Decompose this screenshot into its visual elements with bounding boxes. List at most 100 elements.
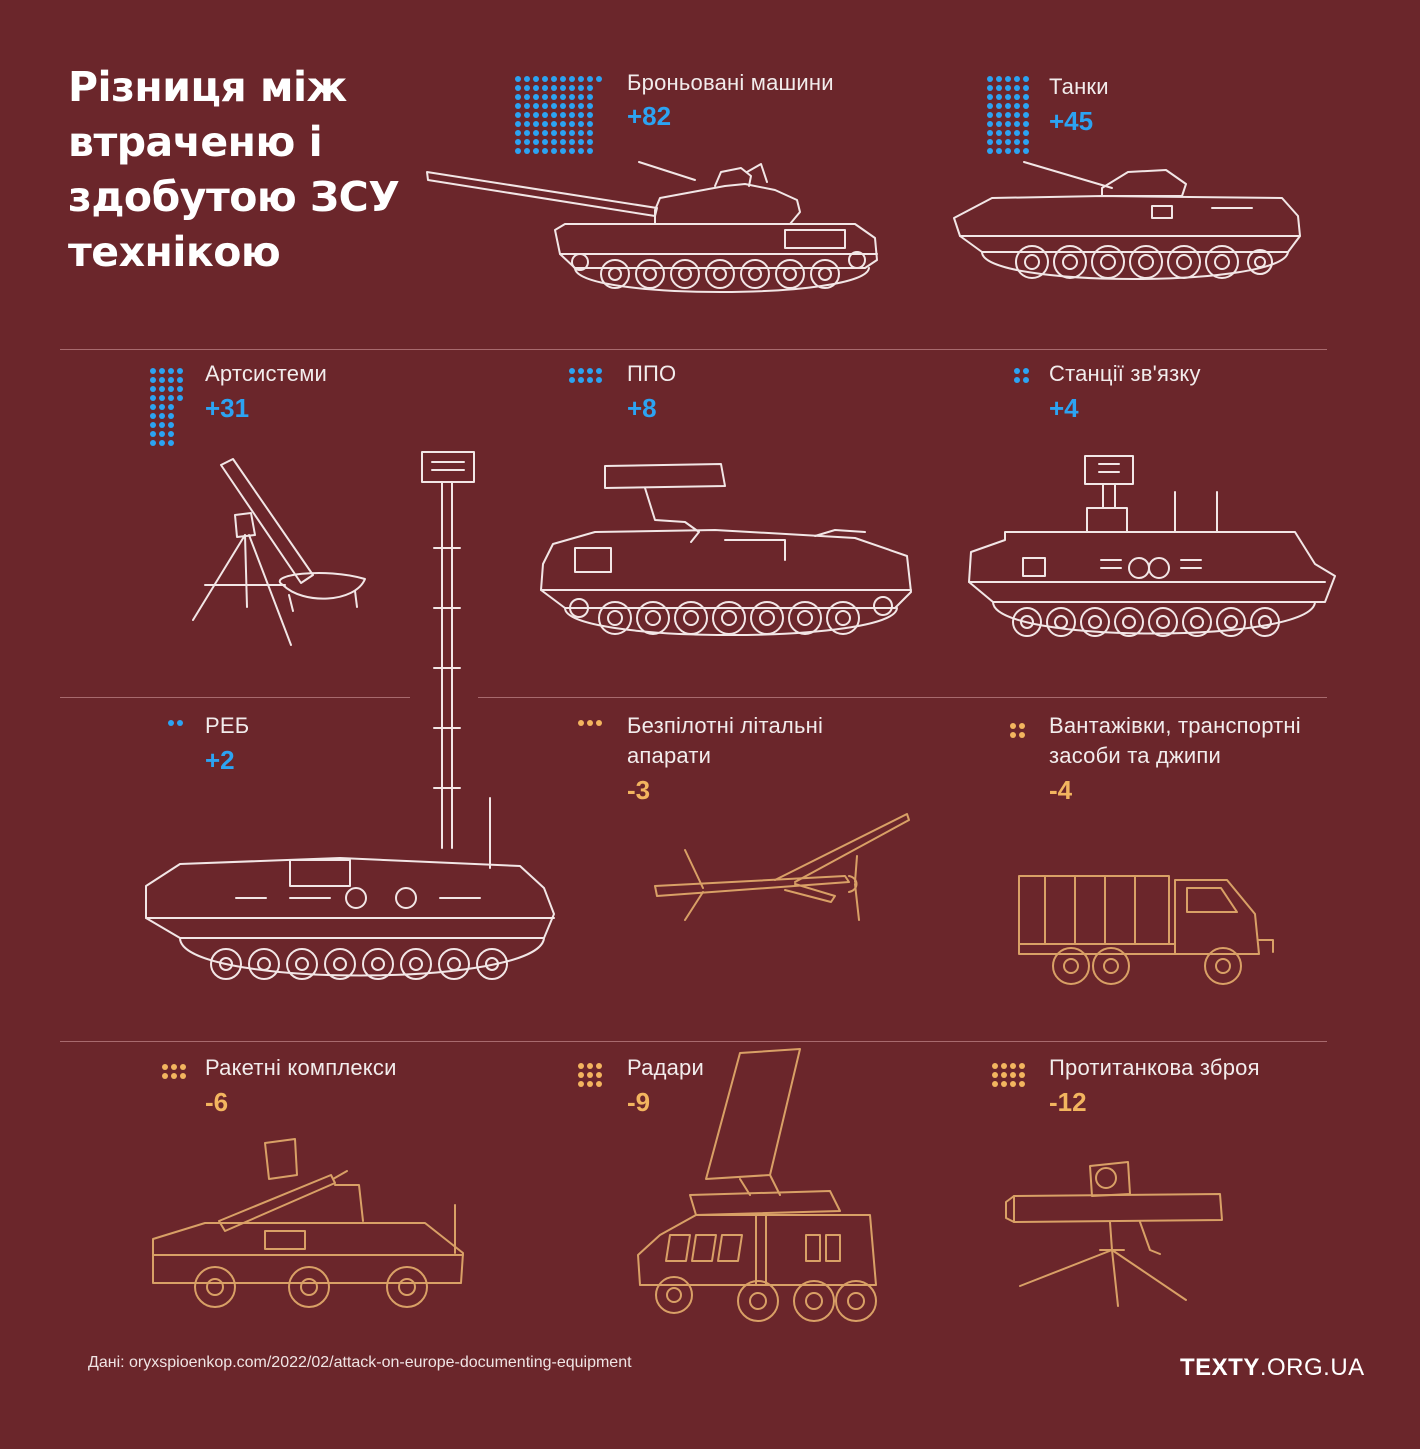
value-dot: [515, 103, 521, 109]
value-dot: [542, 76, 548, 82]
value-dot: [533, 76, 539, 82]
value-dot: [1014, 121, 1020, 127]
value-dot: [560, 76, 566, 82]
value-dot: [1023, 76, 1029, 82]
divider: [60, 697, 410, 698]
value-dot: [1014, 368, 1020, 374]
value-dot: [515, 94, 521, 100]
divider: [478, 697, 1327, 698]
category-value: -3: [627, 775, 651, 805]
value-dot: [1014, 139, 1020, 145]
value-dot: [996, 76, 1002, 82]
value-dot: [168, 422, 174, 428]
value-dot: [1014, 94, 1020, 100]
radar-icon: [637, 1048, 877, 1322]
value-dot: [159, 377, 165, 383]
value-dot: [587, 112, 593, 118]
category-value: +8: [627, 393, 657, 423]
value-dot: [162, 1064, 168, 1070]
value-dot: [1005, 76, 1011, 82]
value-dot: [569, 112, 575, 118]
value-dot: [171, 1064, 177, 1070]
value-dot: [1023, 130, 1029, 136]
value-dot: [1005, 139, 1011, 145]
value-dot: [996, 148, 1002, 154]
value-dot: [524, 94, 530, 100]
value-dot: [150, 440, 156, 446]
communication-station-icon: [968, 455, 1336, 637]
value-dot: [515, 85, 521, 91]
value-dot: [987, 139, 993, 145]
value-dot: [551, 94, 557, 100]
value-dot: [987, 121, 993, 127]
value-dot: [1023, 85, 1029, 91]
category-label: Ракетні комплекси: [205, 1055, 397, 1080]
category-label: Броньовані машини: [627, 70, 834, 95]
value-dot: [996, 139, 1002, 145]
value-dot: [1023, 368, 1029, 374]
value-dot: [168, 431, 174, 437]
value-dot: [1005, 112, 1011, 118]
air-defense-icon: [540, 463, 912, 636]
value-dot: [1019, 1063, 1025, 1069]
value-dot: [551, 130, 557, 136]
value-dot: [1005, 94, 1011, 100]
value-dot: [159, 431, 165, 437]
value-dot: [1014, 130, 1020, 136]
value-dot: [578, 720, 584, 726]
value-dot: [159, 395, 165, 401]
value-dot-grid: [150, 368, 186, 449]
value-dot: [996, 112, 1002, 118]
value-dot: [177, 720, 183, 726]
value-dot: [992, 1063, 998, 1069]
value-dot: [551, 112, 557, 118]
value-dot: [578, 130, 584, 136]
value-dot: [1001, 1081, 1007, 1087]
value-dot: [1005, 85, 1011, 91]
value-dot-grid: [992, 1063, 1028, 1090]
value-dot: [578, 148, 584, 154]
value-dot: [1010, 1081, 1016, 1087]
value-dot: [177, 395, 183, 401]
value-dot: [996, 121, 1002, 127]
value-dot: [150, 422, 156, 428]
value-dot: [587, 76, 593, 82]
value-dot: [569, 130, 575, 136]
value-dot: [587, 94, 593, 100]
value-dot: [524, 148, 530, 154]
value-dot: [569, 139, 575, 145]
value-dot: [1010, 1063, 1016, 1069]
value-dot: [150, 377, 156, 383]
value-dot: [168, 404, 174, 410]
value-dot: [1019, 732, 1025, 738]
value-dot: [587, 720, 593, 726]
value-dot: [542, 103, 548, 109]
value-dot: [987, 103, 993, 109]
value-dot: [596, 1072, 602, 1078]
anti-tank-weapon-icon: [1005, 1161, 1223, 1307]
value-dot: [1023, 121, 1029, 127]
value-dot: [524, 103, 530, 109]
value-dot: [162, 1073, 168, 1079]
value-dot: [587, 148, 593, 154]
page-title: Різниця між втраченю і здобутою ЗСУ техн…: [68, 63, 400, 276]
value-dot: [560, 130, 566, 136]
value-dot: [578, 139, 584, 145]
value-dot: [1014, 85, 1020, 91]
value-dot: [159, 386, 165, 392]
mortar-icon: [192, 458, 366, 646]
value-dot: [587, 103, 593, 109]
value-dot: [996, 103, 1002, 109]
value-dot: [1019, 1072, 1025, 1078]
value-dot: [180, 1073, 186, 1079]
value-dot: [524, 85, 530, 91]
value-dot: [578, 121, 584, 127]
category-label: Безпілотні літальні апарати: [627, 713, 824, 768]
value-dot: [551, 85, 557, 91]
value-dot: [150, 431, 156, 437]
value-dot-grid: [987, 76, 1032, 157]
value-dot: [587, 1072, 593, 1078]
value-dot: [542, 121, 548, 127]
value-dot: [150, 404, 156, 410]
value-dot: [569, 76, 575, 82]
